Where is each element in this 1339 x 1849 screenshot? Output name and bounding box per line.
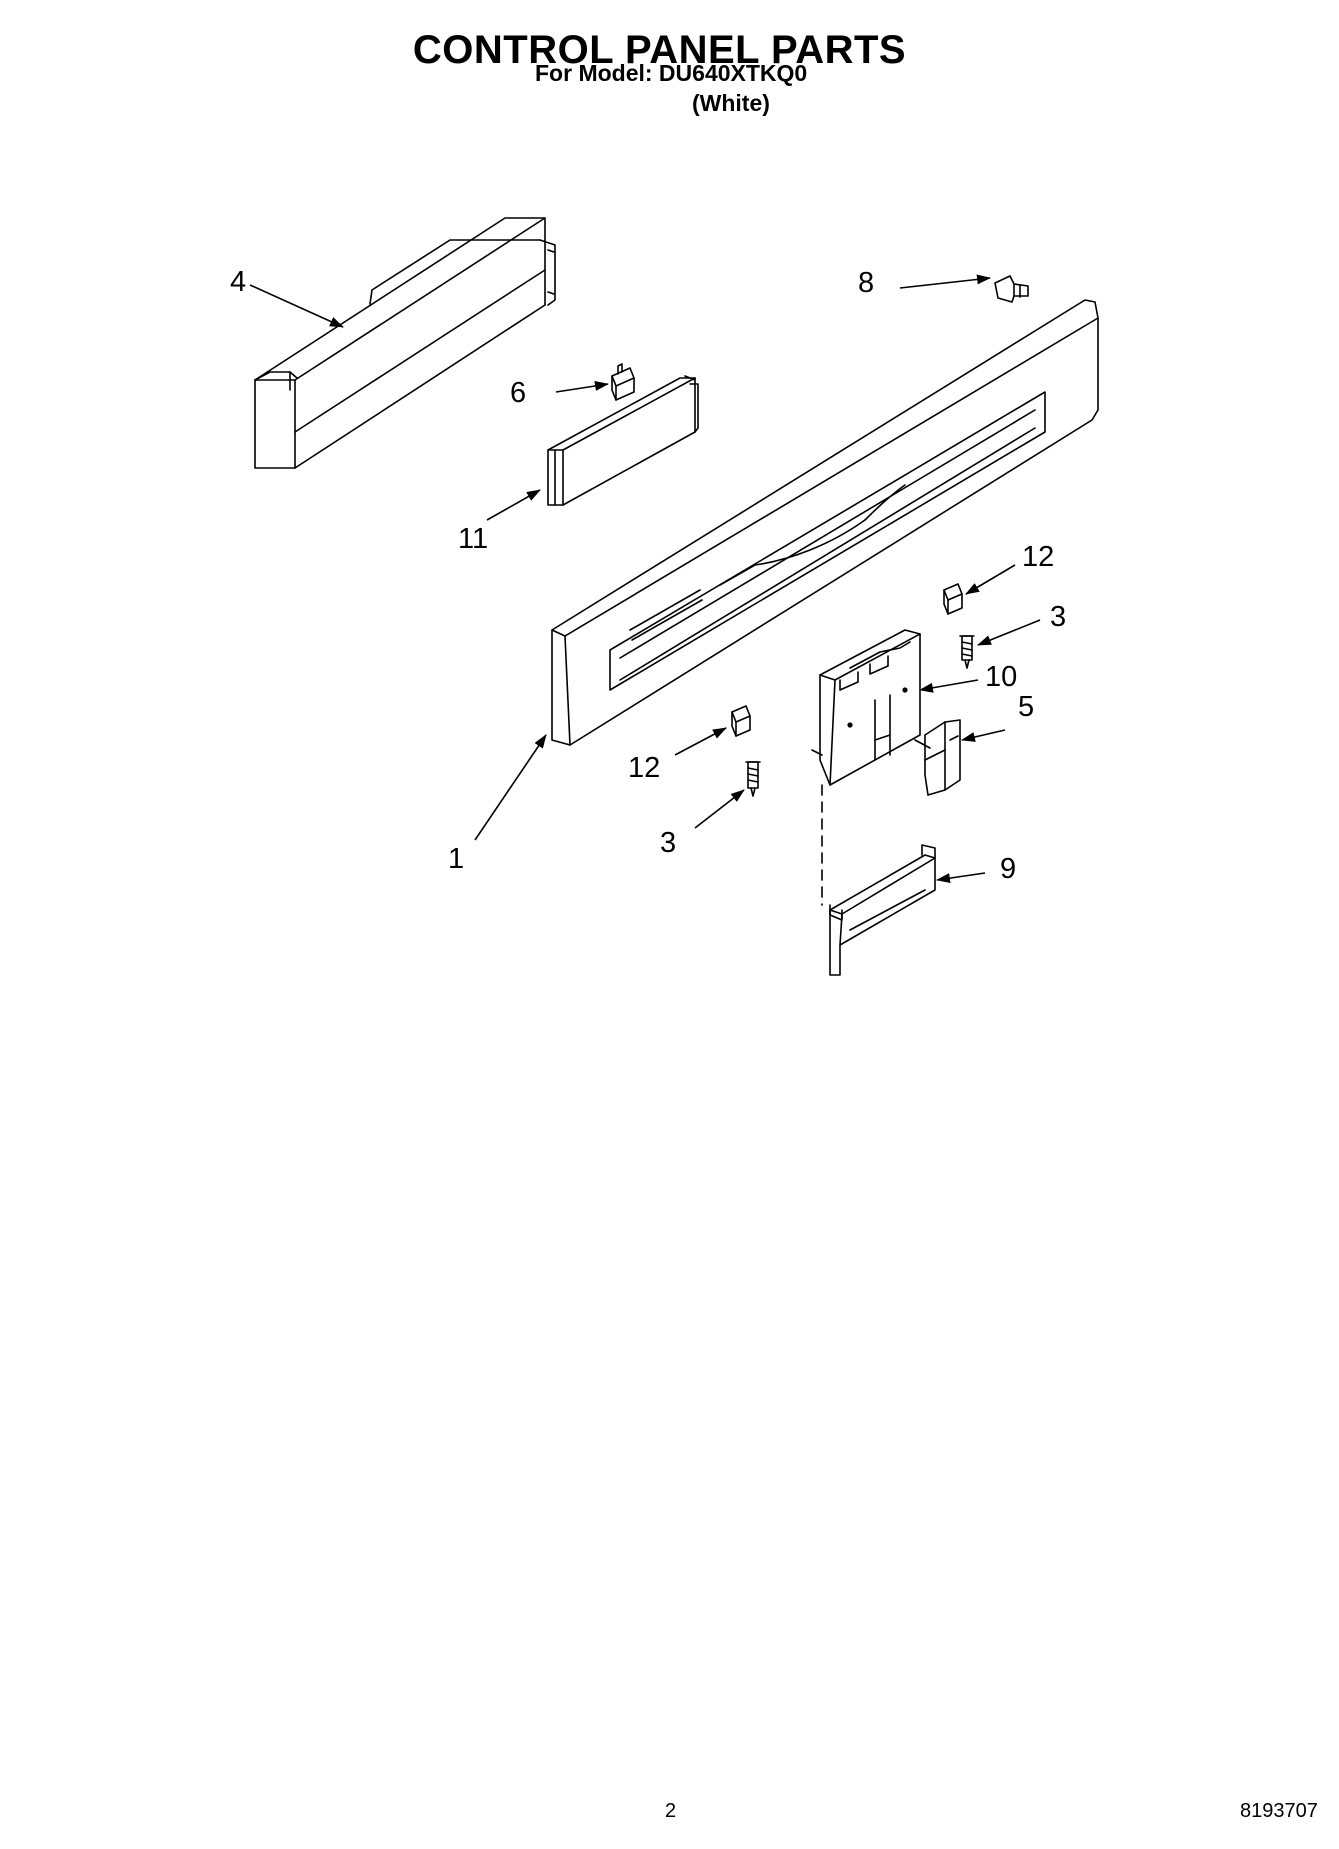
callout-5: 5 [1018, 691, 1034, 723]
leader-8 [899, 274, 991, 289]
callout-11: 11 [458, 523, 488, 555]
callout-4: 4 [230, 266, 246, 298]
model-color: (White) [692, 90, 770, 116]
leader-5 [961, 729, 1006, 742]
leader-12-lower [674, 727, 727, 756]
leader-3-upper [977, 619, 1041, 646]
callout-3-upper: 3 [1050, 601, 1066, 633]
part-6-clip [611, 363, 635, 401]
part-3-screw-lower [745, 761, 761, 797]
page-header: CONTROL PANEL PARTS [0, 30, 1339, 70]
part-8-screw [994, 275, 1029, 303]
part-3-screw-upper [959, 635, 975, 669]
leader-4 [249, 284, 344, 328]
page-title: CONTROL PANEL PARTS [412, 28, 907, 72]
callout-8: 8 [858, 267, 874, 299]
callout-9: 9 [1000, 853, 1016, 885]
callout-10: 10 [985, 661, 1017, 693]
leader-1 [474, 734, 547, 841]
leader-11 [486, 489, 541, 521]
part-12-clip-upper [943, 583, 963, 615]
document-number: 8193707 [1240, 1800, 1318, 1822]
leader-12-upper [965, 564, 1016, 595]
callout-12-upper: 12 [1022, 541, 1054, 573]
callout-1: 1 [448, 843, 464, 875]
leader-9 [936, 872, 986, 884]
callout-3-lower: 3 [660, 827, 676, 859]
part-11-module [547, 375, 699, 506]
part-10-bracket [811, 629, 931, 786]
page-number: 2 [665, 1800, 677, 1822]
callout-6: 6 [510, 377, 526, 409]
leader-3-lower [694, 789, 745, 829]
leader-10 [919, 679, 979, 693]
callout-12-lower: 12 [628, 752, 660, 784]
part-4-shroud [254, 217, 556, 469]
part-1-control-panel [551, 299, 1099, 746]
part-5-latch [924, 719, 961, 796]
leader-6 [555, 381, 609, 393]
model-number: For Model: DU640XTKQ0 [535, 60, 808, 86]
part-12-clip-lower [731, 705, 751, 737]
part-9-bracket [829, 844, 936, 976]
